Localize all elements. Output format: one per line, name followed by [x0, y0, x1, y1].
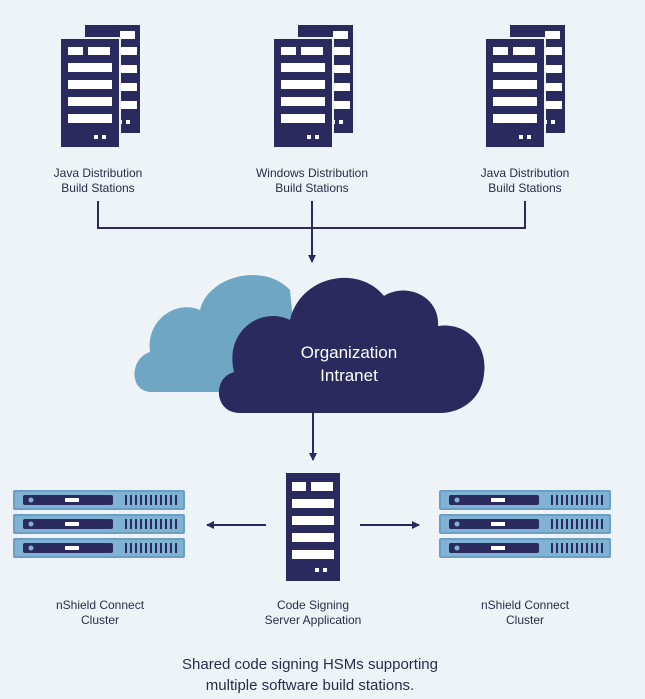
rack-hsm-icon — [13, 490, 185, 558]
caption-line: Shared code signing HSMs supporting — [182, 656, 438, 673]
label-line: Cluster — [80, 613, 119, 627]
cluster-right-label: nShield Connect Cluster — [481, 598, 569, 628]
label-line: nShield Connect — [55, 598, 145, 612]
build-station-right-label: Java Distribution Build Stations — [481, 166, 570, 196]
server-tower-icon — [59, 24, 141, 149]
label-line: Code Signing — [276, 598, 350, 612]
label-line: Java Distribution — [480, 166, 570, 180]
label-line: Build Stations — [275, 181, 349, 195]
server-tower-icon — [484, 24, 566, 149]
cloud-icon — [134, 275, 485, 413]
label-line: nShield Connect — [480, 598, 570, 612]
label-line: Organization — [300, 343, 398, 362]
label-line: Windows Distribution — [255, 166, 369, 180]
label-line: Intranet — [320, 366, 378, 385]
intranet-label: Organization Intranet — [301, 341, 397, 387]
diagram-caption: Shared code signing HSMs supporting mult… — [182, 654, 438, 696]
label-line: Cluster — [505, 613, 544, 627]
cluster-left-label: nShield Connect Cluster — [56, 598, 144, 628]
build-station-left-label: Java Distribution Build Stations — [54, 166, 143, 196]
label-line: Java Distribution — [53, 166, 143, 180]
code-signing-server-label: Code Signing Server Application — [265, 598, 362, 628]
build-station-center-label: Windows Distribution Build Stations — [256, 166, 368, 196]
build-station-connectors — [97, 201, 526, 263]
rack-hsm-icon — [439, 490, 611, 558]
label-line: Build Stations — [488, 181, 562, 195]
label-line: Server Application — [264, 613, 362, 627]
caption-line: multiple software build stations. — [205, 677, 415, 694]
label-line: Build Stations — [61, 181, 135, 195]
server-tower-icon — [286, 473, 340, 581]
server-tower-icon — [272, 24, 354, 149]
